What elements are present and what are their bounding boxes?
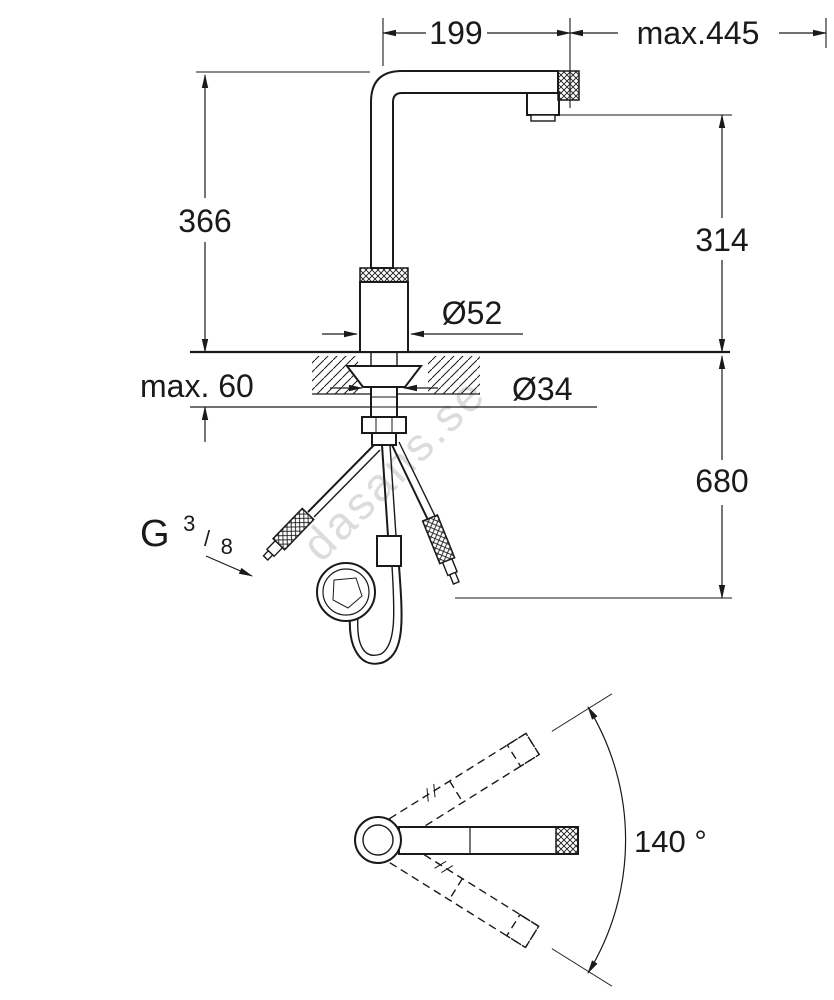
dimension-max60: max. 60 bbox=[140, 368, 254, 442]
hose-connector-tip-left bbox=[262, 549, 274, 561]
pullout-hose bbox=[316, 444, 403, 665]
body-joint-ring bbox=[359, 267, 409, 283]
pullout-hose-coupling bbox=[376, 535, 402, 567]
supply-hose-right bbox=[391, 441, 460, 585]
threaded-shank bbox=[370, 386, 398, 418]
faucet-spout bbox=[359, 70, 580, 353]
dimension-314: 314 bbox=[695, 114, 749, 353]
top-view-swivel: 140 ° bbox=[354, 693, 707, 987]
handle-position-upper bbox=[388, 693, 613, 841]
hose-weight bbox=[316, 562, 376, 622]
dim-label-680: 680 bbox=[695, 463, 748, 499]
spout-pivot-inner bbox=[362, 824, 394, 856]
dim-label-dia52: Ø52 bbox=[442, 295, 502, 331]
counter-hatch-right bbox=[428, 356, 480, 394]
dim-label-dia34: Ø34 bbox=[512, 371, 572, 407]
dim-label-314: 314 bbox=[695, 222, 748, 258]
dim-label-366: 366 bbox=[178, 203, 231, 239]
dimension-366: 366 bbox=[178, 74, 232, 353]
handle-bar-end-section bbox=[555, 826, 579, 855]
faucet-undermount bbox=[262, 352, 460, 665]
counter-hatch-left bbox=[312, 356, 358, 394]
mounting-flange bbox=[344, 365, 424, 388]
thread-text: G 3 / 8 bbox=[140, 498, 233, 559]
dim-label-max445: max.445 bbox=[637, 15, 760, 51]
spout-end-section bbox=[557, 70, 580, 101]
swivel-arc bbox=[587, 706, 627, 974]
dimension-199: 199 bbox=[382, 15, 571, 51]
hose-manifold bbox=[371, 432, 397, 446]
thread-label-g38: G 3 / 8 bbox=[140, 498, 253, 577]
pullout-hose-loop-inner bbox=[357, 565, 395, 656]
faucet-body bbox=[359, 281, 409, 353]
handle-bar bbox=[398, 826, 579, 855]
supply-hose-left bbox=[262, 444, 381, 561]
handle-position-lower bbox=[387, 839, 613, 987]
dimension-dia34: Ø34 bbox=[190, 371, 597, 408]
dimension-max445: max.445 bbox=[569, 15, 827, 51]
dim-label-199: 199 bbox=[429, 15, 482, 51]
dim-label-angle: 140 ° bbox=[634, 824, 707, 859]
dim-label-max60: max. 60 bbox=[140, 368, 254, 404]
hose-connector-tip-right bbox=[448, 571, 460, 585]
spray-head-aerator bbox=[530, 114, 556, 122]
spray-head bbox=[526, 92, 560, 116]
dimension-680: 680 bbox=[695, 355, 749, 599]
mounting-nut bbox=[361, 416, 407, 434]
dimension-dia52: Ø52 bbox=[322, 295, 523, 338]
extension-lines bbox=[196, 18, 827, 599]
hose-connector-braid-right bbox=[421, 514, 456, 565]
counter-surface bbox=[190, 350, 730, 395]
